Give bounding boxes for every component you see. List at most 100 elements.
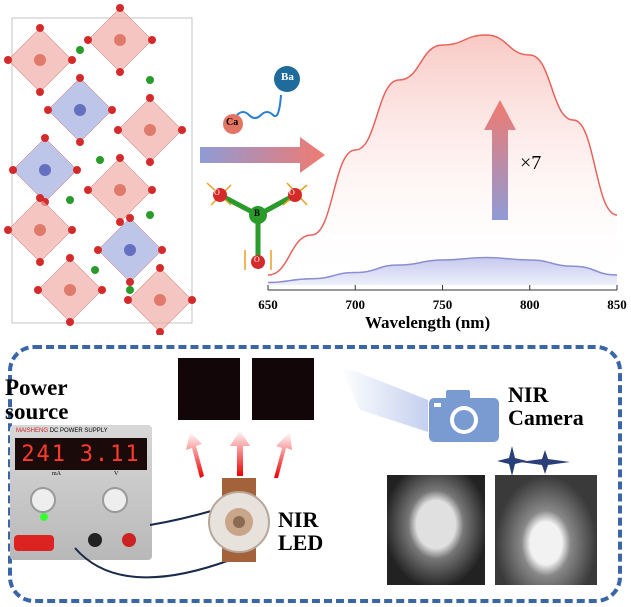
terminal-red xyxy=(122,533,136,547)
power-source-label: Power source xyxy=(5,375,69,424)
oxygen-atom xyxy=(66,254,74,262)
oxygen-atom xyxy=(116,218,124,226)
cation-atom xyxy=(64,284,76,296)
oxygen-atom xyxy=(84,186,92,194)
psu-brand: MAISHENG xyxy=(16,428,49,434)
wavy-arrow xyxy=(236,94,282,119)
oxygen-atom xyxy=(73,166,81,174)
oxygen-atom xyxy=(4,56,12,64)
x-tick-label: 700 xyxy=(345,297,366,312)
oxygen-atom xyxy=(76,74,84,82)
o-atom xyxy=(213,188,227,202)
oxygen-atom xyxy=(94,246,102,254)
ca-atom xyxy=(223,114,243,134)
status-light xyxy=(40,513,48,521)
ca-label: Ca xyxy=(226,117,239,128)
power-button[interactable] xyxy=(14,535,54,551)
oxygen-atom xyxy=(158,246,166,254)
light-beam xyxy=(340,365,428,432)
current-unit: mA xyxy=(52,471,61,477)
cation-atom xyxy=(34,54,46,66)
boron-atom xyxy=(96,156,104,164)
oxygen-atom xyxy=(188,296,196,304)
oxygen-atom xyxy=(178,126,186,134)
oxygen-atom xyxy=(116,4,124,12)
cation-atom xyxy=(39,164,51,176)
emission-chart xyxy=(267,34,618,291)
terminal-black xyxy=(88,533,102,547)
cation-atom xyxy=(74,104,86,116)
oxygen-atom xyxy=(41,134,49,142)
current-readout: 241 xyxy=(21,441,68,467)
oxygen-atom xyxy=(146,94,154,102)
series-fill xyxy=(268,35,617,285)
psu-model: DC POWER SUPPLY xyxy=(49,428,108,434)
boron-atom xyxy=(66,196,74,204)
power-supply: MAISHENG DC POWER SUPPLY 241 3.11 mA V xyxy=(10,425,152,560)
camera-icon xyxy=(429,390,499,442)
x-tick-label: 850 xyxy=(607,297,627,312)
oxygen-atom xyxy=(68,56,76,64)
b-atom xyxy=(249,206,267,224)
x-tick-label: 750 xyxy=(432,297,453,312)
transition-arrow xyxy=(200,137,325,173)
crystal-structure xyxy=(4,4,196,335)
oxygen-atom xyxy=(84,36,92,44)
o-atom xyxy=(288,188,302,202)
cation-atom xyxy=(144,124,156,136)
oxygen-atom xyxy=(36,88,44,96)
oxygen-atom xyxy=(114,126,122,134)
enhancement-arrow xyxy=(484,100,516,220)
o-label: O xyxy=(289,188,295,197)
emission-arrow xyxy=(186,432,204,478)
o-atom xyxy=(251,255,265,269)
oxygen-atom xyxy=(108,106,116,114)
oxygen-atom xyxy=(124,296,132,304)
x-axis-label: Wavelength (nm) xyxy=(365,313,491,332)
oxygen-atom xyxy=(36,24,44,32)
psu-display: 241 3.11 xyxy=(15,438,147,470)
oxygen-atom xyxy=(68,226,76,234)
oxygen-atom xyxy=(76,138,84,146)
oxygen-atom xyxy=(4,226,12,234)
oxygen-atom xyxy=(34,286,42,294)
boron-atom xyxy=(91,266,99,274)
cation-atom xyxy=(114,184,126,196)
voltage-knob[interactable] xyxy=(102,487,128,513)
nir-photo-toy xyxy=(387,475,485,585)
nir-led xyxy=(208,478,270,562)
ba-label: Ba xyxy=(281,71,294,83)
current-knob[interactable] xyxy=(30,487,56,513)
oxygen-atom xyxy=(156,328,164,335)
oxygen-atom xyxy=(44,106,52,114)
sample-square-1 xyxy=(178,358,240,420)
oxygen-atom xyxy=(126,214,134,222)
series-fill xyxy=(268,257,617,285)
cation-atom xyxy=(114,34,126,46)
oxygen-atom xyxy=(98,286,106,294)
wire xyxy=(149,509,216,526)
oxygen-atom xyxy=(116,68,124,76)
emission-arrow xyxy=(274,432,292,478)
series-line xyxy=(267,34,618,276)
oxygen-atom xyxy=(156,264,164,272)
o-label: O xyxy=(254,255,260,264)
cation-atom xyxy=(124,244,136,256)
voltage-readout: 3.11 xyxy=(79,441,141,467)
boron-atom xyxy=(146,76,154,84)
enhancement-factor: ×7 xyxy=(520,152,542,174)
ba-atom xyxy=(274,66,300,92)
cation-atom xyxy=(154,294,166,306)
emission-arrow xyxy=(230,430,250,476)
x-tick-label: 650 xyxy=(258,297,278,312)
sparkle-icon xyxy=(497,446,570,476)
oxygen-atom xyxy=(36,194,44,202)
o-label: O xyxy=(214,188,220,197)
voltage-unit: V xyxy=(114,471,119,477)
oxygen-atom xyxy=(148,36,156,44)
boron-atom xyxy=(76,46,84,54)
nir-photo-plant xyxy=(495,475,597,585)
x-tick-label: 800 xyxy=(520,297,540,312)
